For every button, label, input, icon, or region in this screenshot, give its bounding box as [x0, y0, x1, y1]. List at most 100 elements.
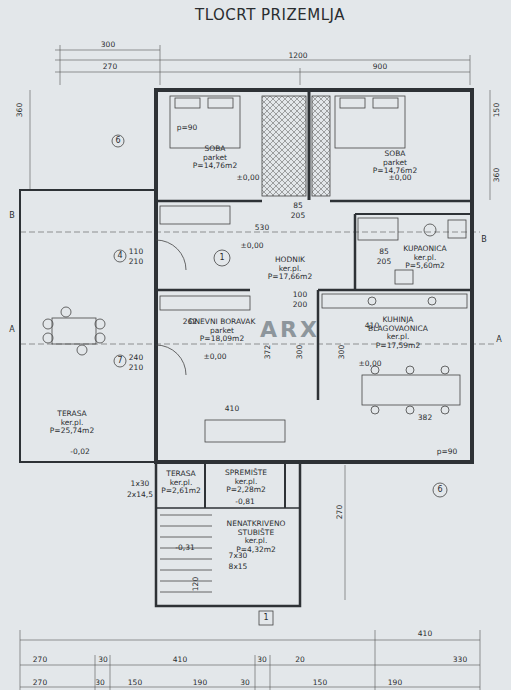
- room: SOBAparketP=14,76m2: [332, 92, 470, 200]
- callout-number: 1: [219, 254, 224, 262]
- room-note: ker.pl.: [225, 478, 267, 487]
- room-note: parket: [189, 327, 256, 336]
- dimension-label: 20: [295, 656, 305, 664]
- dimension-label: 530: [255, 224, 269, 232]
- dimension-label: ±0,00: [204, 353, 227, 361]
- dimension-label: 1200: [288, 52, 307, 60]
- dimension-label: 110: [129, 248, 143, 256]
- dimension-label: 30: [95, 679, 105, 687]
- room-name: KUPAONICA: [403, 245, 446, 254]
- dimension-label: -0,02: [70, 448, 89, 456]
- room-note: P=18,09m2: [189, 335, 256, 344]
- dimension-label: 2x14,5: [127, 491, 153, 499]
- room: TERASAker.pl.P=25,74m2: [20, 192, 155, 462]
- dimension-label: ±0,00: [241, 242, 264, 250]
- dimension-label: 7x30: [229, 552, 248, 560]
- callout-number: A: [9, 326, 14, 334]
- dimension-label: 270: [103, 63, 117, 71]
- dimension-label: 410: [365, 322, 379, 330]
- room-name: HODNIK: [268, 256, 312, 265]
- dimension-label: 300: [101, 41, 115, 49]
- dimension-label: -0,81: [235, 498, 254, 506]
- room: DNEVNI BORAVAKparketP=18,09m2: [158, 292, 318, 460]
- room-label: NENATKRIVENO STUBIŠTEker.pl.P=4,32m2: [225, 520, 287, 555]
- room-name: NENATKRIVENO STUBIŠTE: [225, 520, 287, 537]
- dimension-label: 210: [129, 364, 143, 372]
- room-label: TERASAker.pl.P=2,61m2: [161, 470, 201, 496]
- room-name: TERASA: [161, 470, 201, 479]
- room-note: P=25,74m2: [50, 427, 94, 436]
- dimension-label: 240: [129, 354, 143, 362]
- room-name: TERASA: [50, 410, 94, 419]
- room-label: SPREMIŠTEker.pl.P=2,28m2: [225, 469, 267, 495]
- dimension-label: p=90: [177, 124, 198, 132]
- room-label: TERASAker.pl.P=25,74m2: [50, 410, 94, 436]
- dimension-label: 360: [493, 168, 501, 182]
- dimension-label: 190: [193, 679, 207, 687]
- room-name: SOBA: [193, 145, 237, 154]
- room-note: ker.pl.: [161, 479, 201, 488]
- room-name: SPREMIŠTE: [225, 469, 267, 478]
- dimension-label: 30: [257, 656, 267, 664]
- room-note: ker.pl.: [368, 333, 428, 342]
- room-note: ker.pl.: [50, 419, 94, 428]
- dimension-label: ±0,00: [389, 174, 412, 182]
- dimension-label: 262: [183, 318, 197, 326]
- dimension-label: p=90: [437, 448, 458, 456]
- dimension-label: 410: [418, 630, 432, 638]
- dimension-label: 372: [264, 345, 272, 359]
- room: KUHINJABLAGOVAONICAker.pl.P=17,59m2: [320, 292, 470, 460]
- dimension-label: 300: [338, 345, 346, 359]
- room-label: KUHINJABLAGOVAONICAker.pl.P=17,59m2: [368, 316, 428, 351]
- dimension-label: 410: [225, 405, 239, 413]
- room-note: ker.pl.: [225, 537, 287, 546]
- room-note: ker.pl.: [268, 265, 312, 274]
- dimension-label: 270: [336, 505, 344, 519]
- dimension-label: 270: [33, 656, 47, 664]
- room-name: SOBA: [373, 150, 417, 159]
- room-name: DNEVNI BORAVAK: [189, 318, 256, 327]
- dimension-label: ±0,00: [359, 360, 382, 368]
- dimension-label: 360: [16, 103, 24, 117]
- dimension-label: 120: [192, 577, 200, 591]
- room-note: P=2,61m2: [161, 487, 201, 496]
- plan-title: TLOCRT PRIZEMLJA: [195, 6, 345, 24]
- dimension-label: 85: [293, 202, 303, 210]
- dimension-label: 205: [377, 258, 391, 266]
- dimension-label: 30: [98, 656, 108, 664]
- dimension-label: 270: [33, 679, 47, 687]
- dimension-label: 1x30: [131, 480, 150, 488]
- dimension-label: -0,31: [175, 544, 194, 552]
- dimension-label: 900: [373, 63, 387, 71]
- room-note: P=5,60m2: [403, 262, 446, 271]
- dimension-label: 30: [240, 679, 250, 687]
- dimension-label: 205: [291, 212, 305, 220]
- room: KUPAONICAker.pl.P=5,60m2: [356, 216, 470, 288]
- room-note: parket: [193, 154, 237, 163]
- dimension-label: 210: [129, 258, 143, 266]
- callout-number: 7: [117, 357, 122, 365]
- room-note: P=17,59m2: [368, 342, 428, 351]
- watermark: ARX: [260, 319, 320, 341]
- dimension-label: 85: [379, 248, 389, 256]
- room-note: ker.pl.: [403, 254, 446, 263]
- room-note: P=17,66m2: [268, 273, 312, 282]
- dimension-label: 150: [313, 679, 327, 687]
- callout-number: 4: [117, 252, 122, 260]
- room-note: P=2,28m2: [225, 486, 267, 495]
- dimension-label: ±0,00: [237, 174, 260, 182]
- dimension-label: 200: [293, 301, 307, 309]
- dimension-label: 150: [128, 679, 142, 687]
- dimension-label: 8x15: [229, 563, 248, 571]
- callout-number: 1: [263, 614, 268, 622]
- room-note: parket: [373, 159, 417, 168]
- dimension-label: 410: [173, 656, 187, 664]
- room-note: P=14,76m2: [193, 162, 237, 171]
- dimension-label: 150: [493, 103, 501, 117]
- callout-number: B: [481, 236, 487, 244]
- room: SOBAparketP=14,76m2: [158, 92, 260, 200]
- callout-number: 6: [437, 486, 442, 494]
- callout-number: B: [9, 212, 15, 220]
- room-label: KUPAONICAker.pl.P=5,60m2: [403, 245, 446, 271]
